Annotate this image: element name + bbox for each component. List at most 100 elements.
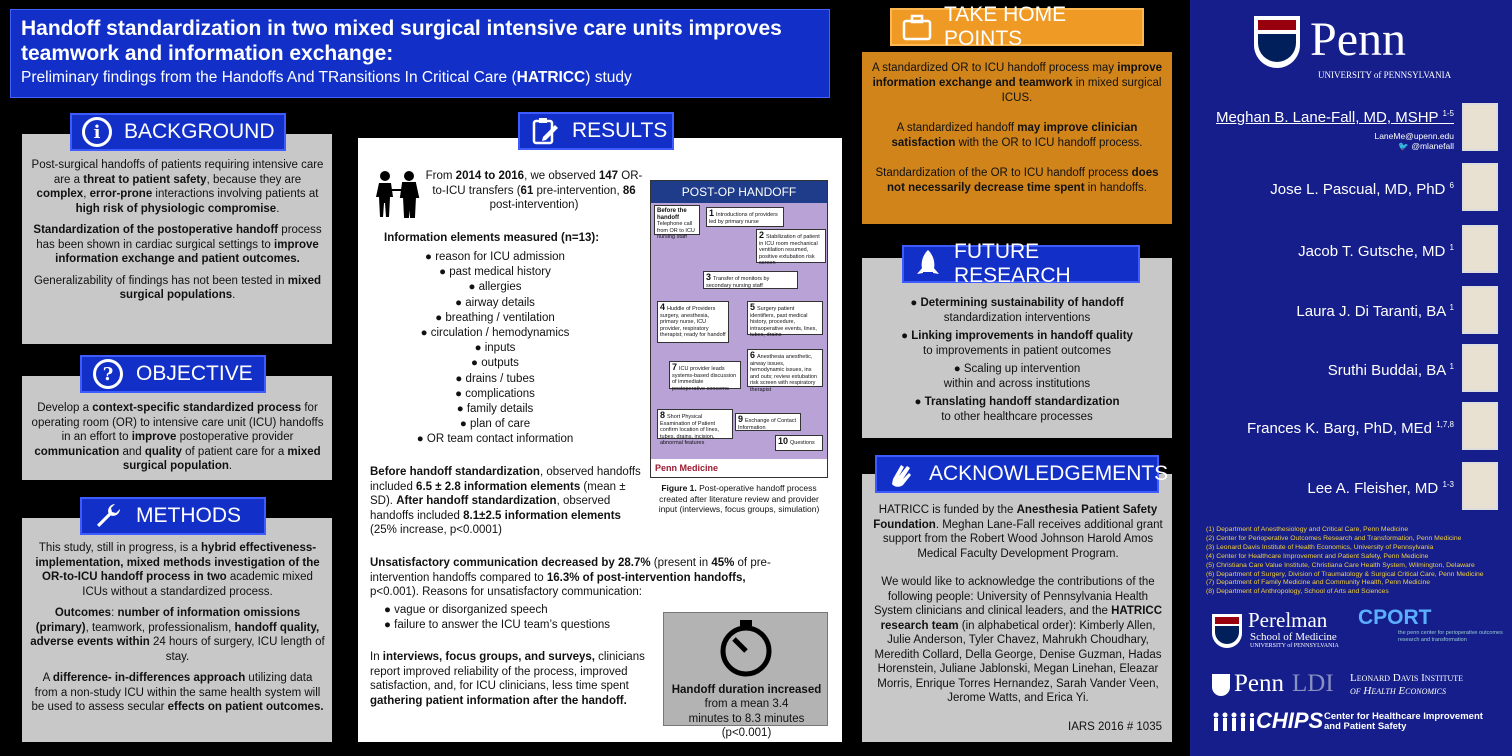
contact-twitter: 🐦 @mlanefall <box>1398 141 1454 151</box>
methods-text: This study, still in progress, is a hybr… <box>30 542 325 713</box>
author-photo <box>1462 163 1498 211</box>
list-item: (4) Center for Healthcare Improvement an… <box>1206 552 1429 560</box>
background-text: Post-surgical handoffs of patients requi… <box>30 158 325 310</box>
background-panel <box>22 134 332 344</box>
info-elements-heading: Information elements measured (n=13): <box>384 232 600 244</box>
reasons-list: ● vague or disorganized speech ● failure… <box>384 603 654 633</box>
author-name: Laura J. Di Taranti, BA 1 <box>1296 303 1454 320</box>
list-item: (3) Leonard Davis Institute of Health Ec… <box>1206 543 1434 551</box>
poster-subtitle: Preliminary findings from the Handoffs A… <box>21 69 819 87</box>
ldi-shield-icon <box>1212 674 1230 696</box>
figure-footer: Penn Medicine <box>651 459 827 477</box>
author-photo <box>1462 344 1498 392</box>
affiliations-list: (1) Department of Anesthesiology and Cri… <box>1206 526 1506 597</box>
cport-name: CPORT <box>1358 606 1432 629</box>
list-item: (2) Center for Perioperative Outcomes Re… <box>1206 534 1462 542</box>
stopwatch-icon <box>716 619 776 682</box>
perelman-logo: Perelman School of Medicine UNIVERSITY o… <box>1212 608 1354 656</box>
take-home-panel <box>862 52 1172 224</box>
list-item: (1) Department of Anesthesiology and Cri… <box>1206 526 1409 533</box>
future-heading: FUTURE RESEARCH <box>954 240 1071 287</box>
list-item: ● outputs <box>471 357 519 370</box>
list-item: (8) Department of Anthropology, School o… <box>1206 588 1389 596</box>
list-item: ● failure to answer the ICU team’s quest… <box>384 619 610 631</box>
info-elements-list: ● reason for ICU admission ● past medica… <box>400 250 590 448</box>
list-item: ● reason for ICU admission <box>425 251 565 263</box>
people-icon <box>372 170 422 223</box>
objective-heading: OBJECTIVE <box>136 362 253 385</box>
author-name: Meghan B. Lane-Fall, MD, MSHP 1-5 <box>1215 109 1454 126</box>
penn-shield-icon <box>1254 16 1300 68</box>
ldi-penn: Penn <box>1234 670 1284 697</box>
ack-text: HATRICC is funded by the Anesthesia Pati… <box>873 504 1163 704</box>
objective-text: Develop a context-specific standardized … <box>31 402 324 472</box>
question-icon: ? <box>92 358 124 390</box>
before-after-text: Before handoff standardization, observed… <box>370 466 641 536</box>
wrench-icon <box>92 500 124 532</box>
list-item: ● plan of care <box>459 418 531 431</box>
list-item: ● past medical history <box>439 266 551 279</box>
ldi-name-line1: Leonard Davis Institute <box>1350 672 1464 684</box>
perelman-shield-icon <box>1212 614 1242 648</box>
cport-subtitle: the penn center for perioperative outcom… <box>1398 630 1503 643</box>
results-header: RESULTS <box>518 112 674 150</box>
methods-panel <box>22 518 332 742</box>
ldi-abbr: LDI <box>1292 670 1334 697</box>
handoff-process-figure: POST-OP HANDOFF PROCESS Before the hando… <box>650 180 828 478</box>
ldi-logo: Penn LDI Leonard Davis Institute of Heal… <box>1212 670 1482 702</box>
list-item: ● inputs <box>474 342 516 355</box>
take-home-text: A standardized OR to ICU handoff process… <box>872 62 1162 194</box>
ack-header: ACKNOWLEDGEMENTS <box>875 455 1168 493</box>
author-photo <box>1462 402 1498 450</box>
author-name: Lee A. Fleisher, MD 1-3 <box>1307 480 1454 497</box>
background-p2: Standardization of the postoperative han… <box>33 224 322 265</box>
background-header: i BACKGROUND <box>70 113 286 151</box>
interviews-text: In interviews, focus groups, and surveys… <box>370 651 645 707</box>
take-home-header: TAKE HOME POINTS <box>890 3 1144 50</box>
penn-logo: Penn UNIVERSITY of PENNSYLVANIA <box>1254 13 1464 82</box>
author-photo <box>1462 225 1498 273</box>
ack-heading: ACKNOWLEDGEMENTS <box>929 462 1169 485</box>
figure-caption: Figure 1. Post-operative handoff process… <box>658 483 820 514</box>
figure-title: POST-OP HANDOFF PROCESS <box>651 181 827 221</box>
list-item: ● airway details <box>455 296 535 309</box>
background-p1: Post-surgical handoffs of patients requi… <box>31 159 324 215</box>
penn-wordmark: Penn <box>1310 13 1406 66</box>
author-name: Jose L. Pascual, MD, PhD 6 <box>1270 181 1454 198</box>
subtitle-acronym: HATRICC <box>516 69 586 86</box>
author-photo <box>1462 103 1498 151</box>
penn-medicine-logo: Penn Medicine <box>655 463 719 473</box>
take-home-heading: TAKE HOME POINTS <box>944 3 1067 50</box>
objective-header: ? OBJECTIVE <box>80 355 266 393</box>
author-photo <box>1462 286 1498 334</box>
background-heading: BACKGROUND <box>124 120 275 143</box>
perelman-name: Perelman <box>1248 608 1328 632</box>
clipboard-pencil-icon <box>530 115 560 147</box>
list-item: ● vague or disorganized speech <box>384 604 548 616</box>
list-item: ● complications <box>455 387 535 400</box>
list-item: (6) Department of Surgery, Division of T… <box>1206 570 1484 578</box>
perelman-school: School of Medicine <box>1250 631 1337 643</box>
methods-header: METHODS <box>80 497 266 535</box>
chips-fullname: Center for Healthcare Improvement and Pa… <box>1324 711 1483 732</box>
author-name: Frances K. Barg, PhD, MEd 1,7,8 <box>1246 420 1454 437</box>
iars-id: IARS 2016 # 1035 <box>1068 721 1162 733</box>
background-p3: Generalizability of findings has not bee… <box>33 274 322 302</box>
title-banner: Handoff standardization in two mixed sur… <box>10 9 830 98</box>
cport-logo: CPORT the penn center for perioperative … <box>1358 606 1503 662</box>
author-name: Sruthi Buddai, BA 1 <box>1327 362 1454 379</box>
rocket-icon <box>914 248 942 280</box>
poster-title: Handoff standardization in two mixed sur… <box>21 17 782 65</box>
perelman-university: UNIVERSITY of PENNSYLVANIA <box>1250 643 1339 649</box>
chips-logo: CHIPS Center for Healthcare Improvement … <box>1212 708 1502 736</box>
list-item: ● family details <box>456 403 534 416</box>
ack-panel <box>862 474 1172 742</box>
author-photo <box>1462 462 1498 510</box>
